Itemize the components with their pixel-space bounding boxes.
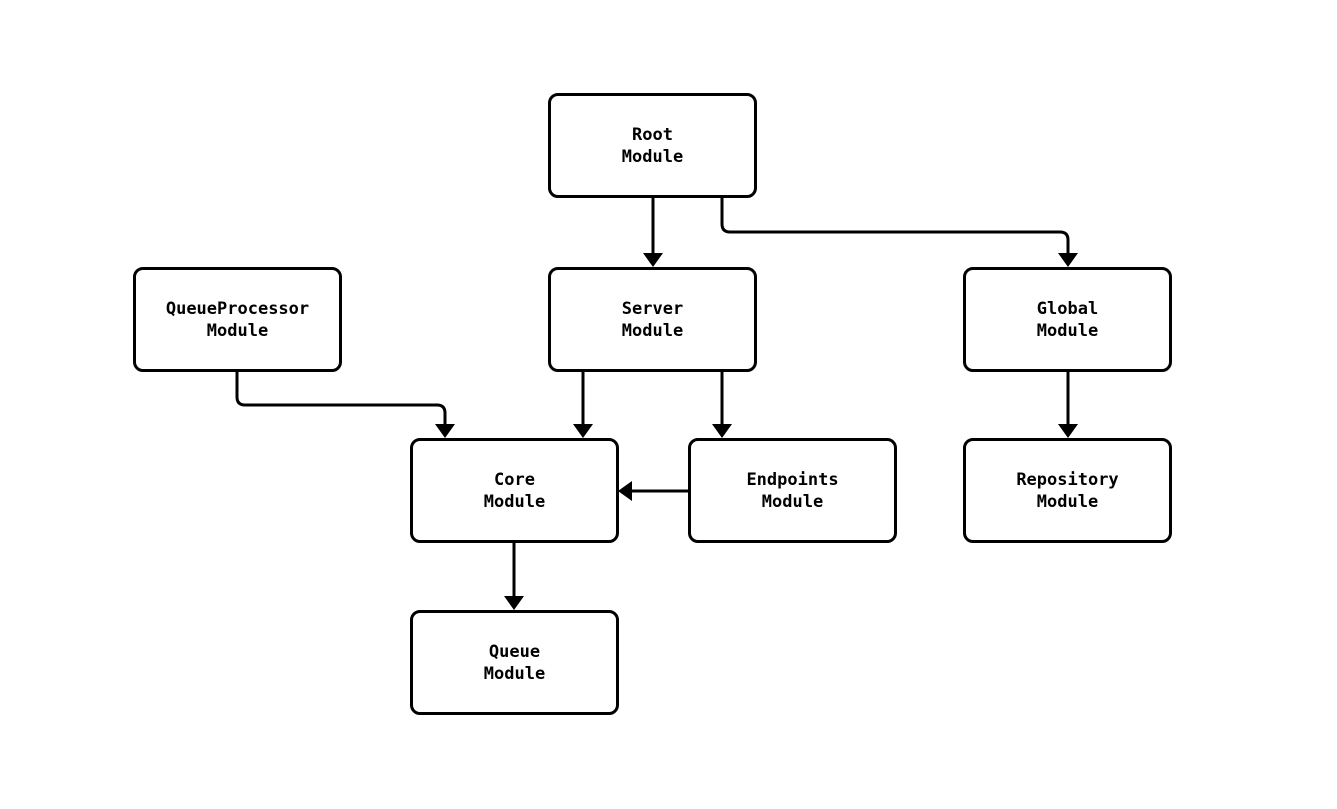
- node-label-line: Module: [483, 663, 546, 684]
- edge-queueprocessor-to-core: [235, 372, 447, 424]
- arrowhead-server-to-core: [573, 424, 593, 438]
- node-label-line: Core: [494, 469, 535, 490]
- node-label-line: Global: [1036, 298, 1099, 319]
- node-label-line: Module: [1036, 491, 1099, 512]
- node-label-line: Server: [621, 298, 684, 319]
- node-label-line: Repository: [1016, 469, 1119, 490]
- arrowhead-root-to-server: [643, 253, 663, 267]
- arrowhead-endpoints-to-core: [618, 481, 632, 501]
- arrowhead-core-to-queue: [504, 596, 524, 610]
- node-label-line: Module: [761, 491, 824, 512]
- node-label-line: QueueProcessor: [165, 298, 310, 319]
- node-label-line: Endpoints: [746, 469, 839, 490]
- arrowhead-queueprocessor-to-core: [435, 424, 455, 438]
- node-label-line: Module: [621, 146, 684, 167]
- node-label-line: Module: [621, 320, 684, 341]
- node-label-line: Module: [483, 491, 546, 512]
- node-label-line: Queue: [488, 641, 541, 662]
- arrowhead-global-to-repository: [1058, 424, 1078, 438]
- arrowhead-root-to-global: [1058, 253, 1078, 267]
- arrowhead-server-to-endpoints: [712, 424, 732, 438]
- edge-root-to-global: [720, 198, 1070, 253]
- node-label-line: Root: [632, 124, 673, 145]
- node-label-line: Module: [1036, 320, 1099, 341]
- node-label-line: Module: [206, 320, 269, 341]
